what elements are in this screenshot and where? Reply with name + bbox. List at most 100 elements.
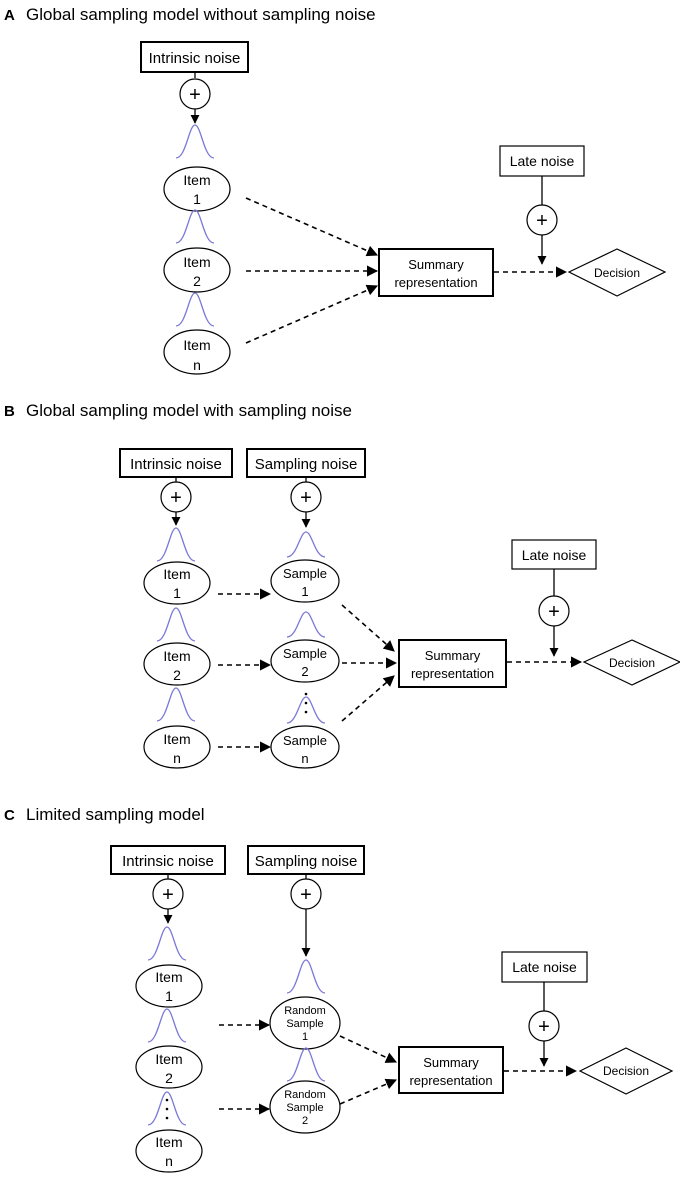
item-label: Item — [183, 254, 210, 270]
item-node-1 — [135, 964, 203, 1008]
plus-symbol: + — [170, 487, 182, 509]
random-sample-label: Sample — [286, 1018, 323, 1030]
late-noise-box — [499, 145, 585, 177]
noise-distribution-icon — [286, 531, 326, 558]
item-label: Item — [163, 648, 190, 664]
noise-distribution-icon — [147, 1091, 187, 1126]
late-noise-label: Late noise — [512, 959, 577, 975]
dashed-arrow — [245, 284, 379, 344]
item-label: Item — [163, 731, 190, 747]
item-label: Item — [155, 1134, 182, 1150]
item-index: 1 — [193, 191, 201, 207]
noise-distribution-icon — [286, 611, 326, 638]
panel-b-title: Global sampling model with sampling nois… — [26, 401, 352, 420]
noise-distribution-icon — [147, 926, 187, 961]
random-sample-node-2 — [269, 1080, 341, 1134]
sample-node-2 — [270, 639, 340, 683]
plus-symbol: + — [300, 884, 312, 906]
sample-index: n — [301, 751, 308, 766]
summary-label: representation — [394, 275, 477, 290]
item-node-2 — [135, 1045, 203, 1089]
decision-diamond — [582, 639, 680, 686]
dashed-arrow — [339, 1078, 398, 1105]
panel-a: A Global sampling model without sampling… — [4, 5, 667, 375]
summary-representation-box — [398, 639, 507, 688]
ellipsis-dot — [165, 1116, 169, 1120]
item-label: Item — [155, 1051, 182, 1067]
decision-label: Decision — [594, 266, 640, 280]
noise-distribution-icon — [286, 1047, 326, 1082]
item-index: n — [165, 1153, 173, 1169]
decision-diamond — [578, 1047, 674, 1095]
dashed-arrow — [341, 604, 395, 652]
random-sample-label: Random — [284, 1005, 326, 1017]
item-node-n — [143, 725, 211, 769]
plus-symbol: + — [189, 84, 201, 106]
summary-label: Summary — [408, 257, 464, 272]
late-noise-label: Late noise — [510, 153, 575, 169]
panel-b-letter: B — [4, 403, 15, 420]
item-node-n — [163, 329, 231, 375]
random-sample-index: 2 — [302, 1115, 308, 1127]
sample-node-1 — [270, 559, 340, 603]
summary-representation-box — [398, 1046, 504, 1094]
ellipsis-dot — [304, 701, 308, 705]
sample-index: 1 — [301, 584, 308, 599]
sample-label: Sample — [283, 646, 327, 661]
noise-distribution-icon — [286, 696, 326, 724]
intrinsic-noise-label: Intrinsic noise — [130, 456, 222, 473]
plus-symbol: + — [538, 1016, 550, 1038]
noise-distribution-icon — [175, 124, 215, 159]
intrinsic-noise-label: Intrinsic noise — [122, 853, 214, 870]
dashed-arrow — [245, 197, 379, 257]
panel-b: B Global sampling model with sampling no… — [4, 401, 680, 769]
random-sample-index: 1 — [302, 1031, 308, 1043]
item-index: 2 — [193, 273, 201, 289]
ellipsis-dot — [165, 1098, 169, 1102]
summary-label: representation — [411, 666, 494, 681]
noise-distribution-icon — [156, 527, 196, 562]
late-noise-box — [511, 539, 597, 570]
random-sample-label: Sample — [286, 1102, 323, 1114]
item-label: Item — [155, 969, 182, 985]
panel-a-title: Global sampling model without sampling n… — [26, 5, 376, 24]
summary-representation-box — [378, 248, 494, 297]
summary-label: Summary — [425, 648, 481, 663]
intrinsic-noise-box — [119, 448, 233, 478]
summary-label: Summary — [423, 1055, 479, 1070]
plus-symbol: + — [162, 884, 174, 906]
sample-label: Sample — [283, 566, 327, 581]
item-index: 2 — [165, 1070, 173, 1086]
item-label: Item — [183, 172, 210, 188]
summary-label: representation — [409, 1073, 492, 1088]
ellipsis-dot — [304, 710, 308, 714]
sample-index: 2 — [301, 664, 308, 679]
item-index: 2 — [173, 667, 181, 683]
sampling-noise-label: Sampling noise — [255, 853, 358, 870]
random-sample-label: Random — [284, 1089, 326, 1101]
noise-distribution-icon — [175, 209, 215, 244]
plus-symbol: + — [548, 601, 560, 623]
noise-distribution-icon — [286, 959, 326, 994]
item-index: 1 — [165, 988, 173, 1004]
sample-label: Sample — [283, 733, 327, 748]
plus-symbol: + — [536, 210, 548, 232]
decision-label: Decision — [609, 656, 655, 670]
item-node-2 — [143, 642, 211, 686]
item-label: Item — [183, 337, 210, 353]
plus-symbol: + — [300, 487, 312, 509]
dashed-arrow — [341, 675, 395, 722]
item-index: n — [173, 750, 181, 766]
panel-a-letter: A — [4, 7, 15, 24]
item-node-n — [135, 1129, 203, 1173]
panel-c-letter: C — [4, 807, 15, 824]
sampling-noise-box — [246, 448, 366, 478]
ellipsis-dot — [304, 692, 308, 696]
noise-distribution-icon — [175, 292, 215, 327]
sampling-noise-label: Sampling noise — [255, 456, 358, 473]
item-index: 1 — [173, 585, 181, 601]
ellipsis-dot — [165, 1107, 169, 1111]
late-noise-label: Late noise — [522, 547, 587, 563]
sample-node-n — [270, 725, 340, 769]
item-label: Item — [163, 566, 190, 582]
